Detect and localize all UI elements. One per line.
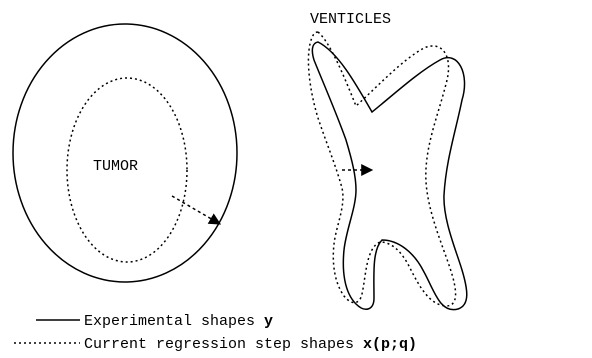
legend-dashed-text: Current regression step shapes [84, 336, 363, 353]
ventricles-label: VENTICLES [310, 11, 391, 28]
legend-dashed-symbol: x(p;q) [363, 336, 417, 353]
ventricles-regression-shape [308, 32, 455, 306]
legend-dashed-label: Current regression step shapes x(p;q) [84, 336, 417, 353]
legend-solid-label: Experimental shapes y [84, 313, 273, 330]
ventricles-experimental-shape [312, 42, 466, 310]
tumor-label: TUMOR [93, 158, 138, 175]
tumor-experimental-shape [13, 24, 237, 282]
legend-solid-symbol: y [264, 313, 273, 330]
legend-solid-text: Experimental shapes [84, 313, 264, 330]
tumor-displacement-arrow [172, 196, 220, 224]
